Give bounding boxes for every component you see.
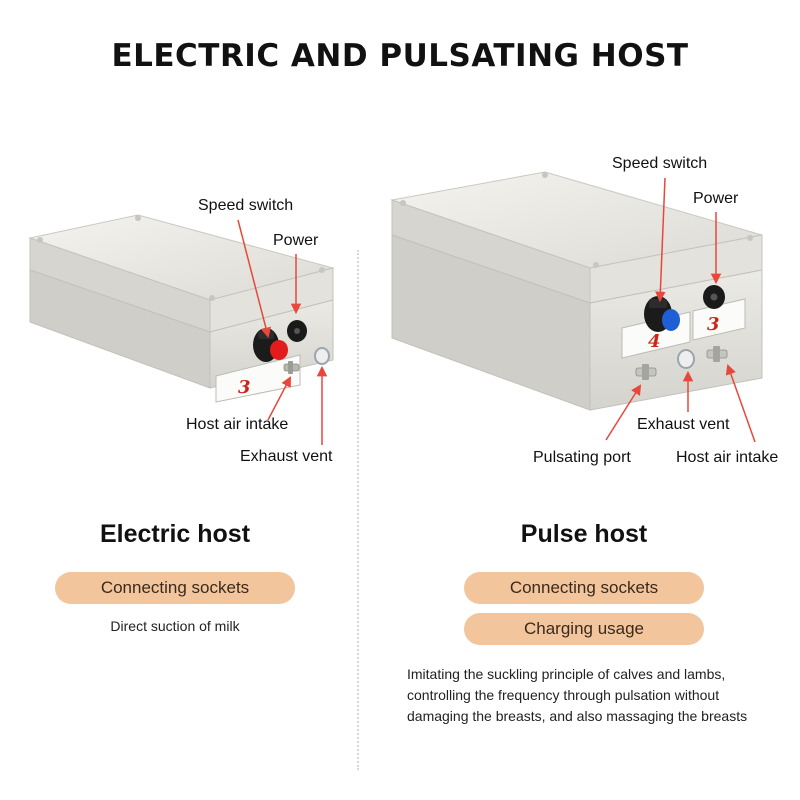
left-air-intake-nozzle [283,361,300,374]
right-air-intake-nozzle [706,346,728,362]
right-description-line-1: Imitating the suckling principle of calv… [407,666,726,682]
right-pill-charging-usage: Charging usage [464,613,704,645]
left-label-power: Power [273,232,319,249]
right-tag-number-speed: 4 [648,331,661,352]
right-description-line-2: controlling the frequency through pulsat… [407,687,720,703]
right-pulsating-port-nozzle [635,364,657,380]
left-exhaust-vent [314,347,330,365]
right-description-line-3: damaging the breasts, and also massaging… [407,708,748,724]
right-tag-number-power: 3 [707,314,720,335]
right-pill-connecting-sockets: Connecting sockets [464,572,704,604]
electric-host-box [28,214,335,389]
center-divider [357,250,359,770]
right-annotation-arrows [605,177,756,443]
right-label-pulsating-port: Pulsating port [533,449,631,466]
right-power-socket [703,285,725,309]
right-label-speed-switch: Speed switch [612,155,708,172]
left-tag-plate [215,354,301,403]
left-description: Direct suction of milk [110,618,240,634]
left-tag-number: 3 [238,377,251,398]
right-speed-knob [644,296,680,332]
pulse-host-heading: Pulse host [520,520,648,548]
left-power-socket [287,320,307,342]
left-annotation-arrows [237,219,328,445]
left-label-speed-switch: Speed switch [198,197,294,214]
right-label-power: Power [693,190,739,207]
page-title: ELECTRIC AND PULSATING HOST [111,38,689,74]
right-label-host-air-intake: Host air intake [676,449,779,466]
right-description: Imitating the suckling principle of calv… [407,664,797,727]
left-pill-connecting-sockets: Connecting sockets [55,572,295,604]
right-exhaust-vent [677,349,695,369]
left-label-host-air-intake: Host air intake [186,416,289,433]
right-label-exhaust-vent: Exhaust vent [637,416,730,433]
electric-host-heading: Electric host [99,520,251,548]
left-label-exhaust-vent: Exhaust vent [240,448,333,465]
